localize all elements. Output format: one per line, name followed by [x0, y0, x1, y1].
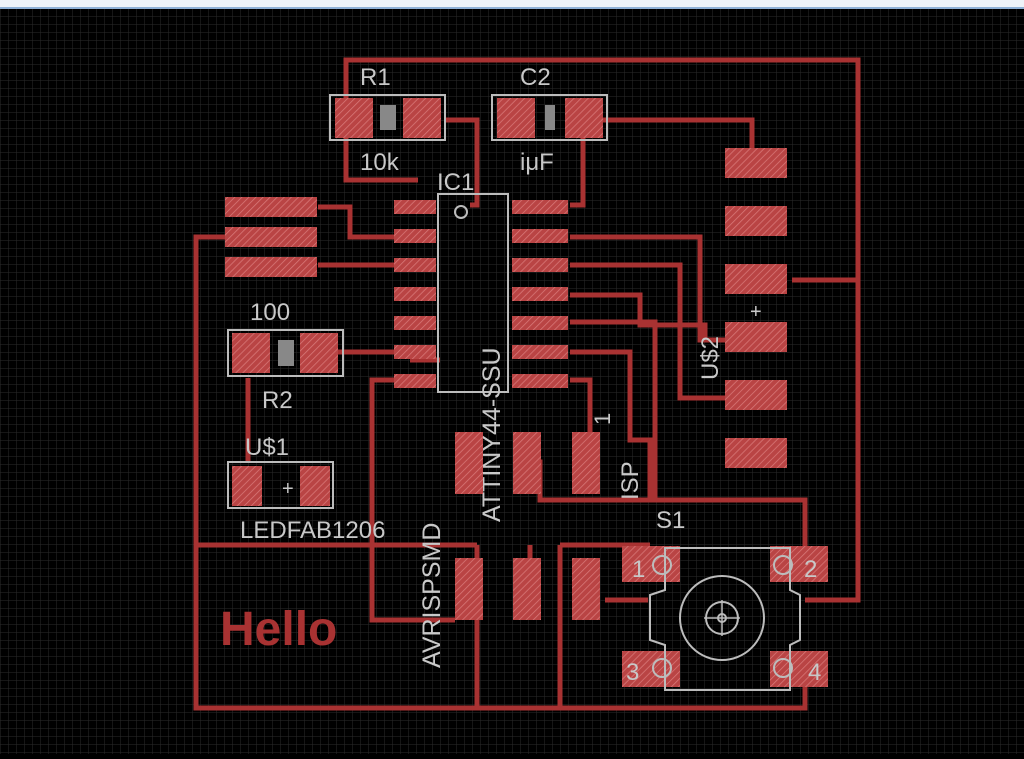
c2-component[interactable]: C2 iμF [491, 64, 608, 176]
copper-traces [193, 57, 861, 711]
s1-pin-4-label: 4 [808, 659, 821, 686]
ic1-component[interactable]: IC1 ATTINY44-SSU [394, 169, 568, 522]
window-title-strip [0, 0, 1024, 9]
r2-outline [227, 329, 344, 377]
s1-pad-2 [770, 546, 828, 582]
r1-name-label: R1 [360, 64, 391, 91]
us1-outline [227, 461, 334, 509]
r2-value-label: 100 [250, 299, 290, 326]
isp-name-label: ISP [617, 461, 644, 500]
us1-plus-marker: + [282, 478, 294, 500]
r2-name-label: R2 [262, 387, 293, 414]
s1-name-label: S1 [656, 507, 685, 534]
r1-outline [329, 94, 446, 141]
s1-pad-4 [770, 651, 828, 687]
ic1-outline [437, 193, 509, 393]
s1-outline [649, 547, 801, 691]
c2-outline [491, 94, 608, 141]
isp-component[interactable]: 1 ISP AVRISPSMD [418, 413, 644, 668]
r1-pad-left [335, 98, 373, 138]
us1-pad-left [232, 466, 262, 506]
s1-pin-1-label: 1 [632, 556, 645, 583]
c2-pad-left [497, 98, 535, 138]
us2-pads [725, 148, 787, 468]
isp-pads [455, 432, 600, 620]
r1-component[interactable]: R1 10k [329, 64, 446, 176]
hello-copper-text: Hello [220, 603, 337, 656]
ic1-left-pads [394, 200, 436, 388]
c2-body [545, 105, 555, 130]
r1-pad-right [403, 98, 441, 138]
r1-body [380, 105, 396, 130]
r2-body [278, 340, 294, 366]
ic1-pin1-marker [454, 205, 468, 219]
us2-component[interactable]: + U$2 [697, 148, 787, 468]
ic1-right-pads [512, 200, 568, 388]
r2-pad-right [300, 333, 338, 373]
r2-pad-left [232, 333, 270, 373]
r2-component[interactable]: 100 R2 [227, 299, 344, 414]
us2-plus-marker: + [750, 301, 762, 323]
us2-name-label: U$2 [697, 336, 724, 380]
c2-value-label: iμF [520, 149, 554, 176]
pcb-canvas[interactable]: IC1 ATTINY44-SSU R1 10k C2 iμF [0, 9, 1024, 754]
s1-switch-component[interactable]: S1 1 2 3 4 [622, 507, 828, 691]
isp-value-label: AVRISPSMD [418, 523, 446, 668]
s1-pin-2-label: 2 [804, 556, 817, 583]
us1-led-component[interactable]: + U$1 LEDFAB1206 [227, 434, 385, 544]
r1-value-label: 10k [360, 149, 400, 176]
ic1-name-label: IC1 [437, 169, 474, 196]
s1-pin-3-label: 3 [626, 659, 639, 686]
isp-pin1-label: 1 [590, 413, 615, 425]
us1-value-label: LEDFAB1206 [240, 517, 385, 544]
s1-actuator-outer [679, 575, 765, 661]
c2-pad-right [565, 98, 603, 138]
us1-pad-right [300, 466, 330, 506]
left-header-pads [225, 197, 317, 277]
us1-name-label: U$1 [245, 434, 289, 461]
c2-name-label: C2 [520, 64, 551, 91]
